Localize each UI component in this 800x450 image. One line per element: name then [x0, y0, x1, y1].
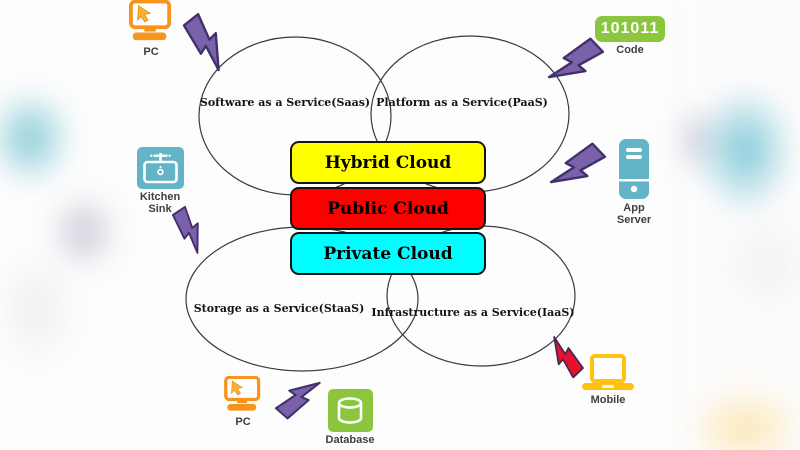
code-icon: 101011 [595, 16, 665, 42]
code-label: Code [616, 44, 644, 56]
pc-top-label: PC [143, 46, 159, 58]
lightning-bolt-app-server [549, 137, 608, 200]
app-server-icon [619, 139, 649, 199]
laptop-icon [582, 354, 634, 390]
device-pc-top: PC [120, 0, 182, 58]
app-server-label: App Server [616, 202, 652, 227]
device-database: Database [318, 389, 382, 446]
cloud-label-paas: Platform as a Service(PaaS) [376, 96, 548, 109]
device-kitchen-sink: Kitchen Sink [134, 147, 186, 216]
lightning-bolt-database [273, 369, 322, 424]
mobile-label: Mobile [590, 394, 626, 406]
right-blur-edge [683, 0, 800, 450]
device-code: 101011 Code [592, 16, 668, 56]
device-pc-bottom: PC [215, 376, 271, 428]
hybrid-cloud-box: Hybrid Cloud [290, 141, 486, 184]
database-icon [327, 389, 373, 432]
left-blur-edge [0, 0, 117, 450]
kitchen-sink-label: Kitchen Sink [139, 191, 181, 216]
device-app-server: App Server [608, 138, 660, 227]
database-label: Database [325, 434, 375, 446]
public-cloud-box: Public Cloud [290, 187, 486, 230]
cloud-label-iaas: Infrastructure as a Service(IaaS) [371, 306, 575, 319]
cloud-label-staas: Storage as a Service(StaaS) [193, 302, 365, 315]
private-cloud-box: Private Cloud [290, 232, 486, 275]
kitchen-sink-icon [136, 147, 184, 189]
pc-bottom-label: PC [235, 416, 251, 428]
pc-icon [224, 376, 261, 411]
device-mobile: Mobile [578, 354, 638, 406]
pc-icon [129, 0, 172, 41]
lightning-bolt-pc-top [177, 11, 238, 72]
cloud-label-saas: Software as a Service(Saas) [199, 96, 371, 109]
